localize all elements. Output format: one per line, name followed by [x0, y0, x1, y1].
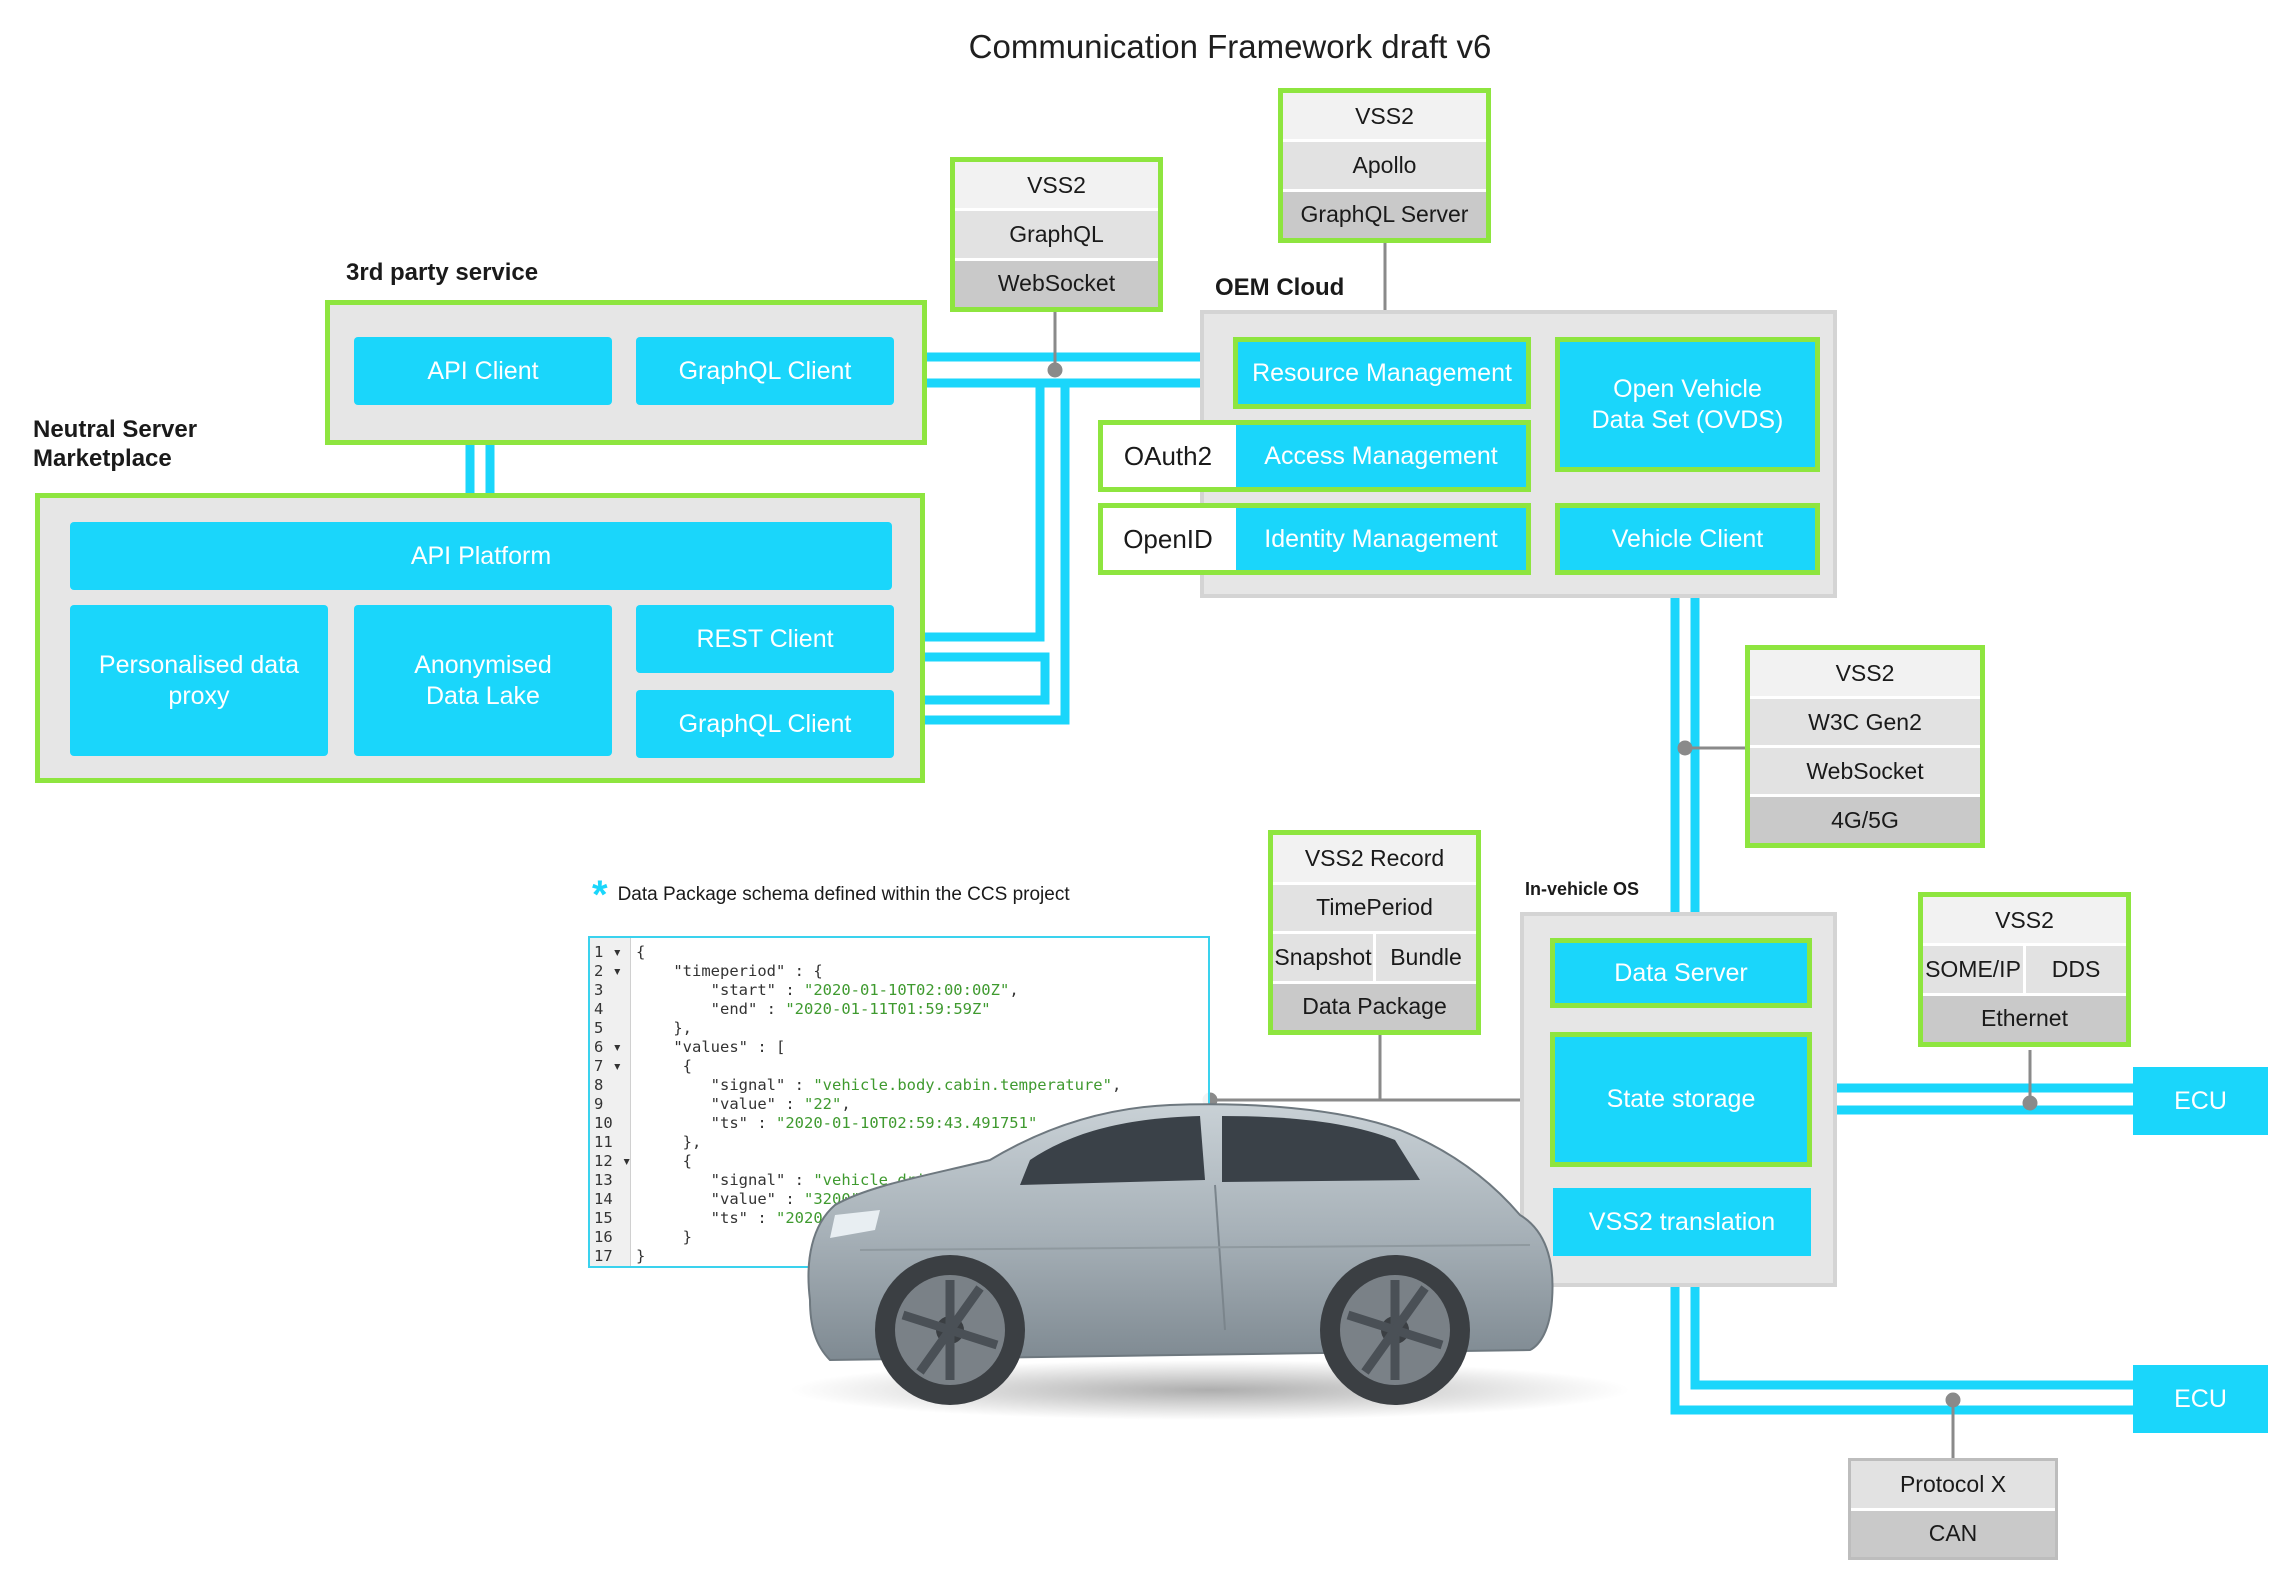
resource-management-box: Resource Management	[1233, 337, 1531, 409]
code-line-text: },	[636, 1019, 692, 1037]
in-vehicle-os-label: In-vehicle OS	[1525, 879, 1640, 899]
vehicle-client-box: Vehicle Client	[1555, 503, 1820, 575]
code-line-number: 1 ▾	[594, 943, 622, 961]
snapshot-cell: Snapshot	[1274, 943, 1372, 970]
stack-row: VSS2	[1750, 650, 1980, 699]
json-code-panel: 1 ▾ {2 ▾ "timeperiod" : { 3 "start" : "202…	[588, 936, 1210, 1268]
ecu-top-box: ECU	[2133, 1067, 2268, 1135]
stack-row: Apollo	[1283, 142, 1486, 192]
code-line-text: "signal" : "vehicle.body.cabin.temperatu…	[710, 1076, 1122, 1094]
ovds-box: Open Vehicle Data Set (OVDS)	[1555, 337, 1820, 472]
stack-row: Ethernet	[1923, 995, 2126, 1042]
bundle-cell: Bundle	[1373, 934, 1476, 981]
code-gutter	[590, 938, 631, 1266]
code-line-text: {	[636, 1057, 692, 1075]
stack-split-row: SOME/IP DDS	[1923, 946, 2126, 996]
schema-note-text: Data Package schema defined within the C…	[617, 884, 1070, 905]
code-line-number: 13	[594, 1171, 613, 1189]
code-line-text: },	[636, 1133, 702, 1151]
stack-row: VSS2	[955, 162, 1158, 212]
stack-row: W3C Gen2	[1750, 699, 1980, 748]
stack-split-row: Snapshot Bundle	[1273, 934, 1476, 984]
code-line-text: "value" : "22",	[710, 1095, 851, 1113]
ecu-bottom-box: ECU	[2133, 1365, 2268, 1433]
code-line-number: 16	[594, 1228, 613, 1246]
code-line-number: 11	[594, 1133, 613, 1151]
code-line-number: 17	[594, 1247, 613, 1265]
protocol-x-stack: Protocol X CAN	[1848, 1458, 2058, 1560]
stack-row: 4G/5G	[1750, 797, 1980, 843]
code-line-number: 6 ▾	[594, 1038, 622, 1056]
code-line-number: 4	[594, 1000, 604, 1018]
code-line-text: {	[636, 1152, 692, 1170]
code-line-number: 2 ▾	[594, 962, 622, 980]
stack-row: Data Package	[1273, 983, 1476, 1030]
code-line-number: 15	[594, 1209, 613, 1227]
neutral-server-label: Neutral Server Marketplace	[33, 416, 198, 472]
rest-client-box: REST Client	[636, 605, 894, 673]
openid-label: OpenID	[1103, 508, 1233, 570]
vss2-someip-stack: VSS2 SOME/IP DDS Ethernet	[1918, 892, 2131, 1047]
api-platform-box: API Platform	[70, 522, 892, 590]
schema-note: * Data Package schema defined within the…	[592, 873, 1070, 917]
code-line-text: "end" : "2020-01-11T01:59:59Z"	[710, 1000, 991, 1018]
code-line-number: 5	[594, 1019, 604, 1037]
identity-management-box: Identity Management	[1236, 508, 1526, 570]
state-storage-box: State storage	[1550, 1032, 1812, 1167]
code-line-text: {	[636, 943, 646, 961]
personalised-data-proxy-box: Personalised data proxy	[70, 605, 328, 756]
stack-row: CAN	[1851, 1510, 2055, 1557]
code-line-number: 10	[594, 1114, 613, 1132]
code-line-text: }	[636, 1247, 646, 1265]
dds-cell: DDS	[2023, 946, 2126, 993]
code-line-number: 3	[594, 981, 604, 999]
code-line-number: 8	[594, 1076, 604, 1094]
code-line-text: "values" : [	[673, 1038, 786, 1056]
stack-row: WebSocket	[1750, 748, 1980, 797]
vss2-graphql-websocket-stack: VSS2 GraphQL WebSocket	[950, 157, 1163, 312]
stack-row: Protocol X	[1851, 1461, 2055, 1511]
data-server-box: Data Server	[1550, 938, 1812, 1008]
vss2-record-stack: VSS2 Record TimePeriod Snapshot Bundle D…	[1268, 830, 1481, 1035]
oauth2-label: OAuth2	[1103, 425, 1233, 487]
vss2-apollo-stack: VSS2 Apollo GraphQL Server	[1278, 88, 1491, 243]
stack-row: VSS2 Record	[1273, 835, 1476, 885]
anonymised-data-lake-box: Anonymised Data Lake	[354, 605, 612, 756]
code-line-text: }	[636, 1228, 692, 1246]
access-management-box: Access Management	[1236, 425, 1526, 487]
code-line-number: 7 ▾	[594, 1057, 622, 1075]
stack-row: GraphQL	[955, 211, 1158, 261]
stack-row: VSS2	[1283, 93, 1486, 143]
code-line-text: "signal" : "vehicle.drivetrain.engine.rp…	[710, 1171, 1187, 1189]
stack-row: TimePeriod	[1273, 884, 1476, 934]
code-line-text: "ts" : "2020-01-10T02:59:44.100403"	[710, 1209, 1038, 1227]
third-party-label: 3rd party service	[346, 259, 539, 286]
vss2-w3c-stack: VSS2 W3C Gen2 WebSocket 4G/5G	[1745, 645, 1985, 848]
oem-cloud-label: OEM Cloud	[1215, 274, 1345, 301]
graphql-client-top-box: GraphQL Client	[636, 337, 894, 405]
code-line-text: "timeperiod" : {	[673, 962, 823, 980]
code-line-number: 14	[594, 1190, 613, 1208]
api-client-box: API Client	[354, 337, 612, 405]
stack-row: WebSocket	[955, 260, 1158, 307]
code-line-text: "value" : "3200",	[710, 1190, 870, 1208]
code-line-number: 12 ▾	[594, 1152, 632, 1170]
code-line-number: 9	[594, 1095, 604, 1113]
stack-row: VSS2	[1923, 897, 2126, 947]
graphql-client-bottom-box: GraphQL Client	[636, 690, 894, 758]
someip-cell: SOME/IP	[1925, 955, 2021, 982]
diagram-title: Communication Framework draft v6	[968, 28, 1492, 65]
code-line-text: "start" : "2020-01-10T02:00:00Z",	[710, 981, 1019, 999]
code-line-text: "ts" : "2020-01-10T02:59:43.491751"	[710, 1114, 1038, 1132]
asterisk-icon: *	[592, 873, 608, 917]
stack-row: GraphQL Server	[1283, 191, 1486, 238]
vss2-translation-box: VSS2 translation	[1553, 1188, 1811, 1256]
